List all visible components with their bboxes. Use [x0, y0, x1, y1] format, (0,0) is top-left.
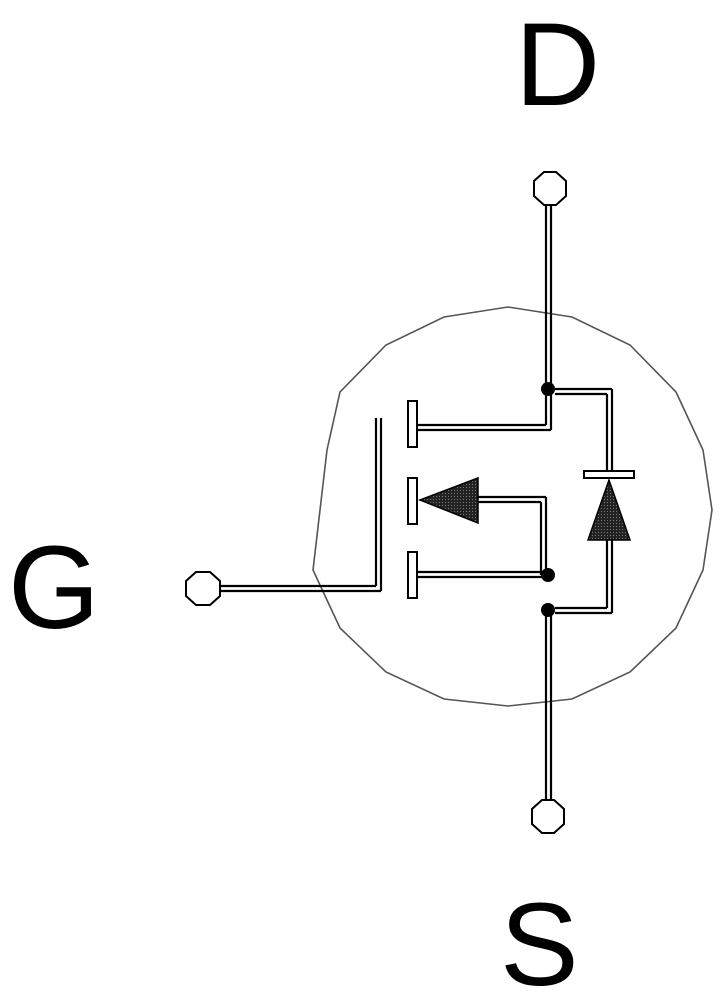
- source-connection: [417, 570, 546, 579]
- drain-terminal[interactable]: [533, 171, 567, 388]
- transistor-envelope: [312, 306, 713, 707]
- gate-terminal[interactable]: [185, 418, 383, 606]
- body-arrow-connection: [478, 495, 548, 575]
- channel-segment-bottom: [407, 551, 418, 599]
- channel-segment-middle: [407, 477, 418, 525]
- source-terminal[interactable]: [531, 610, 565, 834]
- drain-label: D: [515, 0, 600, 131]
- source-label: S: [500, 879, 579, 1000]
- junction-dot-source-channel: [541, 568, 555, 582]
- gate-label: G: [8, 522, 100, 654]
- junction-dot-drain: [541, 382, 555, 396]
- channel: [407, 400, 418, 599]
- body-arrow-icon: [417, 476, 479, 525]
- source-terminal-node: [531, 799, 565, 834]
- gate-terminal-node: [185, 571, 221, 606]
- channel-segment-top: [407, 400, 418, 448]
- diode-triangle: [586, 477, 632, 541]
- drain-terminal-node: [533, 171, 567, 206]
- body-diode-icon: [583, 470, 635, 541]
- junction-dot-source-diode: [541, 603, 555, 617]
- diode-cathode-bar: [583, 470, 635, 479]
- drain-connection: [417, 388, 553, 432]
- body-diode-wiring: [555, 387, 614, 615]
